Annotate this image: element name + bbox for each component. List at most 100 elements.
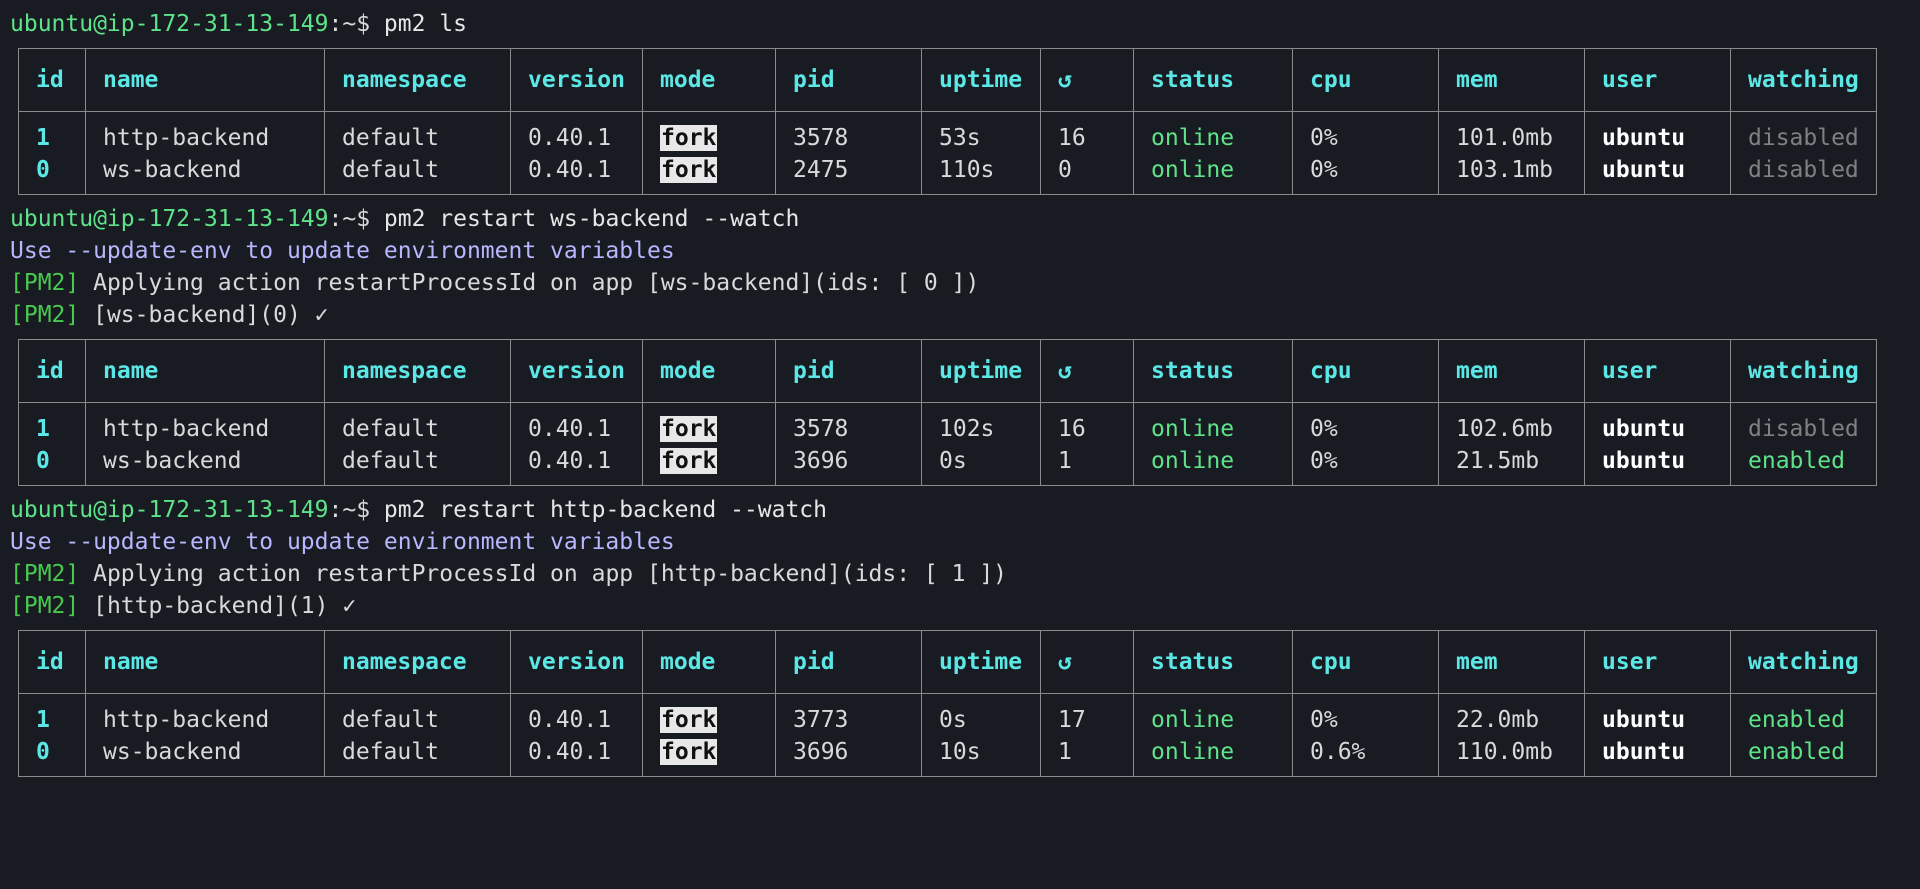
cell-id: 1: [18, 111, 86, 154]
cell-version: 0.40.1: [510, 693, 643, 736]
column-header-name: name: [85, 630, 325, 694]
column-header-uptime: uptime: [921, 630, 1041, 694]
prompt-user-host: ubuntu@ip-172-31-13-149: [10, 497, 329, 523]
column-header-restarts: ↺: [1040, 630, 1134, 694]
mode-badge: fork: [660, 739, 718, 765]
cell-uptime: 110s: [921, 154, 1041, 195]
column-header-user: user: [1584, 630, 1731, 694]
update-env-hint: Use --update-env to update environment v…: [10, 529, 675, 555]
column-header-name: name: [85, 48, 325, 112]
command-text: pm2 restart http-backend --watch: [383, 497, 827, 523]
column-header-user: user: [1584, 339, 1731, 403]
cell-id: 1: [18, 693, 86, 736]
cell-watching: disabled: [1730, 402, 1877, 445]
cell-cpu: 0%: [1292, 154, 1439, 195]
cell-watching: enabled: [1730, 693, 1877, 736]
column-header-uptime: uptime: [921, 339, 1041, 403]
column-header-id: id: [18, 48, 86, 112]
pm2-done-line: [PM2] [ws-backend](0) ✓: [10, 299, 1910, 331]
cell-cpu: 0%: [1292, 693, 1439, 736]
prompt-user-host: ubuntu@ip-172-31-13-149: [10, 206, 329, 232]
cell-id: 1: [18, 402, 86, 445]
cell-namespace: default: [324, 154, 511, 195]
cell-restarts: 0: [1040, 154, 1134, 195]
mode-badge: fork: [660, 125, 718, 151]
column-header-status: status: [1133, 339, 1293, 403]
cell-version: 0.40.1: [510, 111, 643, 154]
prompt-line: ubuntu@ip-172-31-13-149:~$ pm2 restart w…: [10, 203, 1910, 235]
cell-mode: fork: [642, 111, 776, 154]
cell-user: ubuntu: [1584, 736, 1731, 777]
cell-mem: 103.1mb: [1438, 154, 1585, 195]
column-header-mem: mem: [1438, 339, 1585, 403]
pm2-applying-line: [PM2] Applying action restartProcessId o…: [10, 267, 1910, 299]
cell-user: ubuntu: [1584, 154, 1731, 195]
prompt-user-host: ubuntu@ip-172-31-13-149: [10, 11, 329, 37]
column-header-namespace: namespace: [324, 48, 511, 112]
cell-version: 0.40.1: [510, 154, 643, 195]
cell-uptime: 0s: [921, 693, 1041, 736]
column-header-cpu: cpu: [1292, 48, 1439, 112]
column-header-cpu: cpu: [1292, 630, 1439, 694]
cell-id: 0: [18, 736, 86, 777]
cell-restarts: 16: [1040, 111, 1134, 154]
cell-mem: 102.6mb: [1438, 402, 1585, 445]
column-header-id: id: [18, 630, 86, 694]
mode-badge: fork: [660, 157, 718, 183]
prompt-path: :~$: [328, 11, 384, 37]
column-header-watching: watching: [1730, 339, 1877, 403]
cell-mem: 110.0mb: [1438, 736, 1585, 777]
cell-mem: 101.0mb: [1438, 111, 1585, 154]
pm2-message: [http-backend](1) ✓: [79, 593, 357, 619]
cell-status: online: [1133, 111, 1293, 154]
column-header-restarts: ↺: [1040, 48, 1134, 112]
cell-namespace: default: [324, 111, 511, 154]
column-header-status: status: [1133, 48, 1293, 112]
pm2-tag: [PM2]: [10, 302, 80, 328]
cell-pid: 3696: [775, 736, 922, 777]
cell-status: online: [1133, 736, 1293, 777]
cell-mode: fork: [642, 445, 776, 486]
column-header-watching: watching: [1730, 48, 1877, 112]
cell-name: http-backend: [85, 111, 325, 154]
prompt-line: ubuntu@ip-172-31-13-149:~$ pm2 restart h…: [10, 494, 1910, 526]
column-header-cpu: cpu: [1292, 339, 1439, 403]
column-header-mode: mode: [642, 48, 776, 112]
cell-cpu: 0%: [1292, 111, 1439, 154]
column-header-pid: pid: [775, 339, 922, 403]
prompt-line: ubuntu@ip-172-31-13-149:~$ pm2 ls: [10, 8, 1910, 40]
cell-uptime: 10s: [921, 736, 1041, 777]
column-header-uptime: uptime: [921, 48, 1041, 112]
column-header-version: version: [510, 630, 643, 694]
cell-version: 0.40.1: [510, 445, 643, 486]
column-header-name: name: [85, 339, 325, 403]
cell-cpu: 0%: [1292, 402, 1439, 445]
cell-mode: fork: [642, 402, 776, 445]
pm2-tag: [PM2]: [10, 593, 80, 619]
pm2-done-line: [PM2] [http-backend](1) ✓: [10, 590, 1910, 622]
column-header-id: id: [18, 339, 86, 403]
cell-pid: 3773: [775, 693, 922, 736]
next-prompt-partial[interactable]: [10, 785, 1910, 803]
command-text: pm2 ls: [383, 11, 467, 37]
cell-mode: fork: [642, 154, 776, 195]
column-header-mode: mode: [642, 339, 776, 403]
cell-name: ws-backend: [85, 445, 325, 486]
column-header-namespace: namespace: [324, 630, 511, 694]
column-header-pid: pid: [775, 48, 922, 112]
cell-status: online: [1133, 402, 1293, 445]
mode-badge: fork: [660, 448, 718, 474]
cell-name: http-backend: [85, 402, 325, 445]
cell-version: 0.40.1: [510, 736, 643, 777]
cell-name: ws-backend: [85, 736, 325, 777]
cell-mode: fork: [642, 693, 776, 736]
pm2-message: Applying action restartProcessId on app …: [79, 270, 980, 296]
cell-status: online: [1133, 693, 1293, 736]
